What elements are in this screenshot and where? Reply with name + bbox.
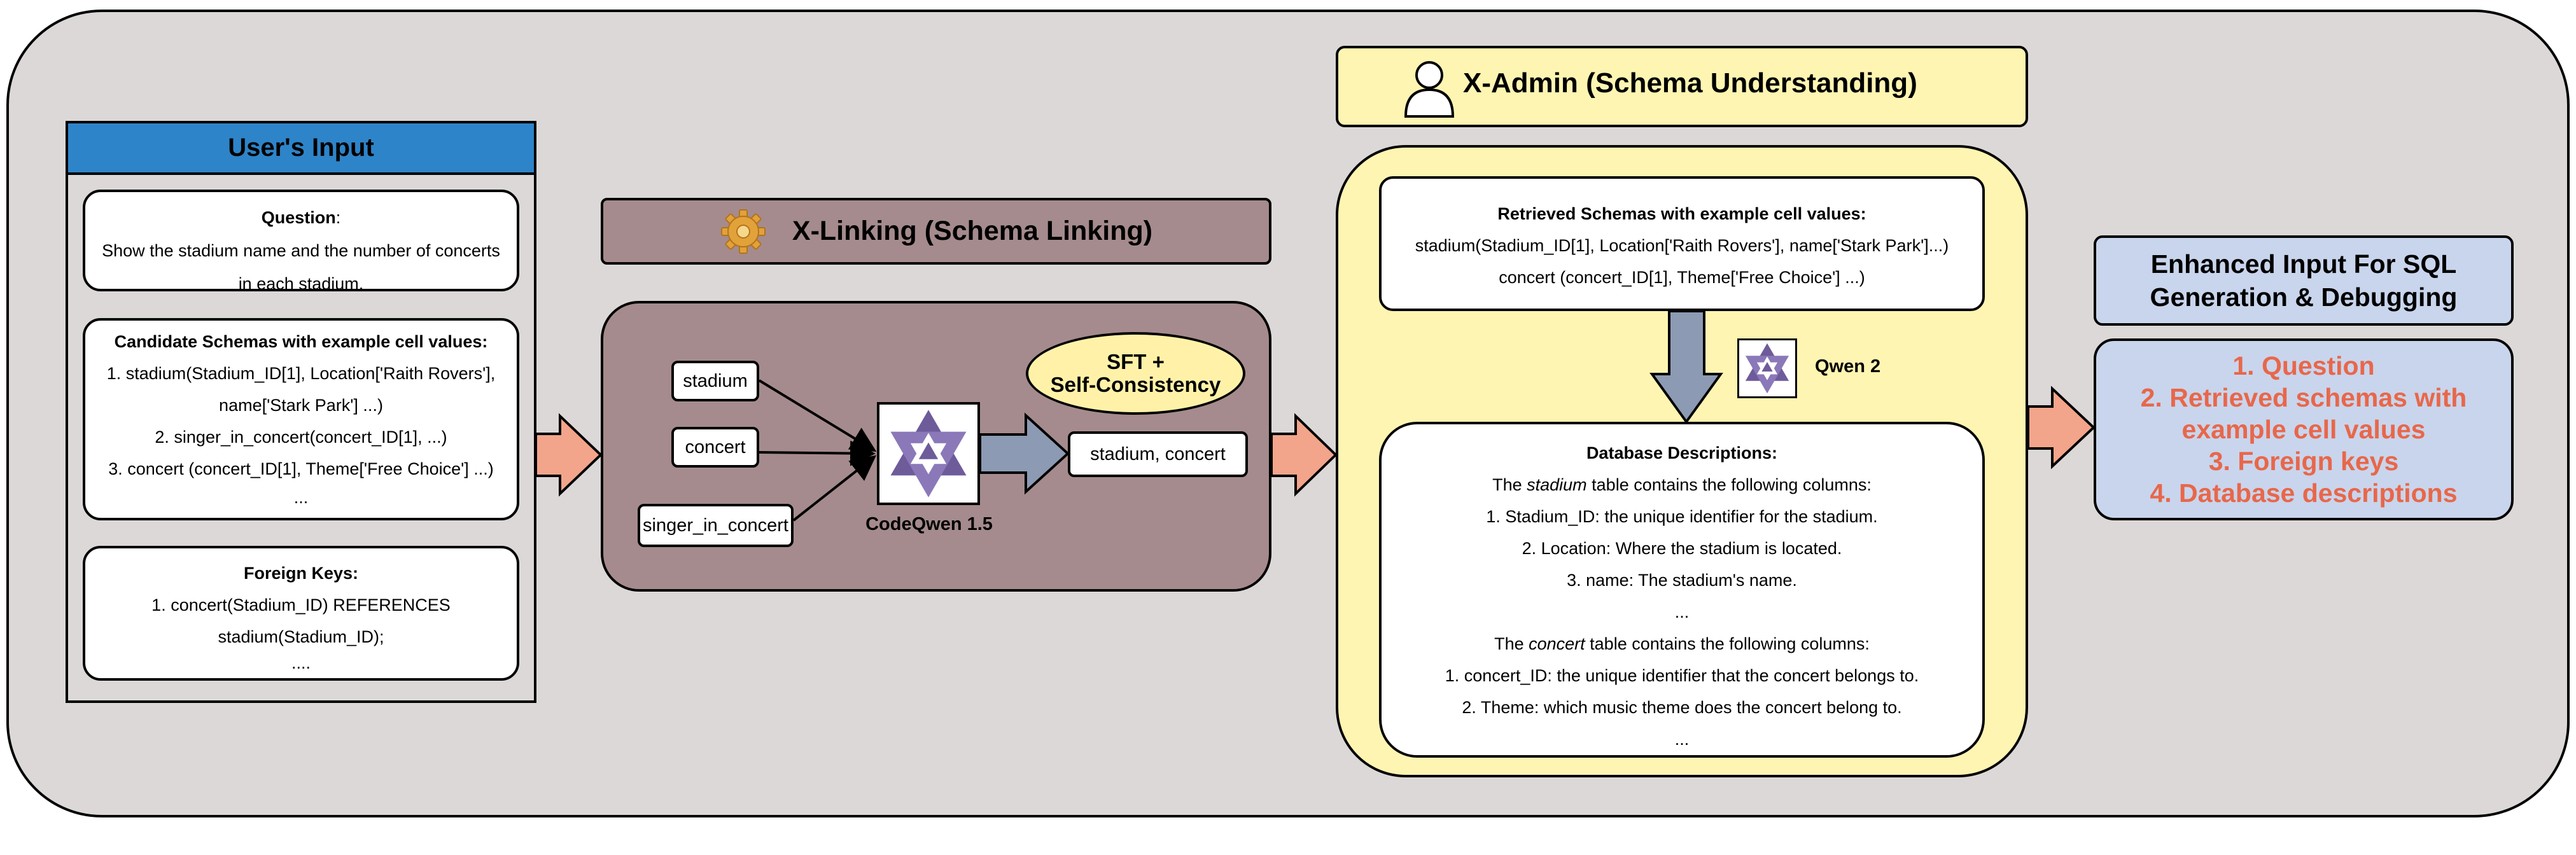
retrieved-schemas-title: Retrieved Schemas with example cell valu… bbox=[1497, 204, 1866, 223]
candidate-schema-line: 3. concert (concert_ID[1], Theme['Free C… bbox=[108, 459, 494, 478]
candidate-schema-line: 2. singer_in_concert(concert_ID[1], ...) bbox=[155, 428, 447, 447]
sft-line: Self-Consistency bbox=[1050, 373, 1221, 396]
question-label-line: Question: bbox=[85, 201, 517, 234]
qwen-logo-icon bbox=[1745, 343, 1789, 394]
arrow-icon bbox=[2027, 386, 2096, 469]
question-line: Show the stadium name and the number of … bbox=[102, 241, 500, 260]
candidate-schema-line: ... bbox=[293, 488, 309, 507]
arrow-icon bbox=[1649, 310, 1723, 424]
concert-table-name: concert bbox=[1529, 634, 1585, 653]
enhanced-title-line: Enhanced Input For SQL bbox=[2150, 249, 2457, 279]
sft-line: SFT + bbox=[1107, 350, 1165, 373]
enhanced-item: 1. Question bbox=[2232, 351, 2375, 380]
retrieved-schema-line: stadium(Stadium_ID[1], Location['Raith R… bbox=[1415, 236, 1949, 255]
database-descriptions-box: Database Descriptions: The stadium table… bbox=[1379, 422, 1985, 758]
candidate-schema-line: name['Stark Park'] ...) bbox=[219, 396, 383, 415]
users-input-title: User's Input bbox=[228, 134, 374, 162]
candidate-schemas-title: Candidate Schemas with example cell valu… bbox=[114, 332, 488, 351]
connector-line bbox=[758, 379, 877, 452]
concert-column-line: 2. Theme: which music theme does the con… bbox=[1462, 698, 1902, 717]
foreign-key-line: 1. concert(Stadium_ID) REFERENCES bbox=[151, 595, 451, 615]
enhanced-item: 4. Database descriptions bbox=[2150, 478, 2458, 508]
foreign-key-line: stadium(Stadium_ID); bbox=[218, 627, 384, 646]
input-concert-label: concert bbox=[685, 436, 746, 457]
intro-suffix: table contains the following columns: bbox=[1586, 475, 1872, 494]
foreign-keys-box: Foreign Keys: 1. concert(Stadium_ID) REF… bbox=[83, 546, 519, 681]
concert-column-line: 1. concert_ID: the unique identifier tha… bbox=[1445, 666, 1919, 685]
retrieved-schema-line: concert (concert_ID[1], Theme['Free Choi… bbox=[1499, 268, 1865, 287]
input-singer-in-concert-label: singer_in_concert bbox=[643, 515, 788, 536]
input-stadium-label: stadium bbox=[683, 370, 748, 391]
input-concert-box: concert bbox=[671, 427, 759, 468]
intro-prefix: The bbox=[1492, 475, 1527, 494]
stadium-column-line: 2. Location: Where the stadium is locate… bbox=[1522, 539, 1842, 558]
intro-suffix: table contains the following columns: bbox=[1585, 634, 1870, 653]
question-label: Question bbox=[261, 208, 336, 227]
xlinking-title: X-Linking (Schema Linking) bbox=[792, 216, 1153, 246]
enhanced-title-line: Generation & Debugging bbox=[2150, 282, 2458, 312]
xlinking-title-box: X-Linking (Schema Linking) bbox=[601, 198, 1271, 265]
candidate-schemas-box: Candidate Schemas with example cell valu… bbox=[83, 318, 519, 520]
question-colon: : bbox=[335, 208, 341, 227]
gear-icon bbox=[720, 208, 767, 255]
stadium-column-line: ... bbox=[1674, 602, 1690, 622]
retrieved-schemas-box: Retrieved Schemas with example cell valu… bbox=[1379, 176, 1985, 311]
codeqwen-logo-box bbox=[877, 402, 980, 505]
stadium-intro-line: The stadium table contains the following… bbox=[1382, 469, 1982, 501]
connector-line bbox=[792, 455, 877, 522]
concert-column-line: ... bbox=[1674, 730, 1690, 749]
users-input-header: User's Input bbox=[66, 121, 536, 175]
enhanced-input-list: 1. Question 2. Retrieved schemas with ex… bbox=[2094, 338, 2514, 520]
linking-output-label: stadium, concert bbox=[1090, 443, 1226, 464]
enhanced-item: 3. Foreign keys bbox=[2208, 447, 2399, 476]
enhanced-title-box: Enhanced Input For SQL Generation & Debu… bbox=[2094, 235, 2514, 326]
sft-self-consistency-ellipse: SFT + Self-Consistency bbox=[1026, 332, 1245, 415]
enhanced-item: 2. Retrieved schemas with bbox=[2140, 383, 2467, 412]
candidate-schema-line: 1. stadium(Stadium_ID[1], Location['Rait… bbox=[106, 364, 496, 383]
input-singer-in-concert-box: singer_in_concert bbox=[638, 504, 794, 547]
concert-intro-line: The concert table contains the following… bbox=[1382, 628, 1982, 660]
person-icon bbox=[1404, 61, 1455, 118]
foreign-key-line: .... bbox=[291, 653, 311, 672]
intro-prefix: The bbox=[1494, 634, 1529, 653]
xadmin-title-box: X-Admin (Schema Understanding) bbox=[1336, 46, 2028, 127]
xadmin-title: X-Admin (Schema Understanding) bbox=[1463, 67, 1917, 99]
question-box: Question: Show the stadium name and the … bbox=[83, 190, 519, 293]
arrow-icon bbox=[535, 413, 603, 497]
connector-line bbox=[759, 440, 876, 466]
stadium-column-line: 1. Stadium_ID: the unique identifier for… bbox=[1486, 507, 1878, 526]
linking-output-box: stadium, concert bbox=[1068, 431, 1248, 477]
qwen2-logo-box bbox=[1737, 338, 1797, 398]
qwen-logo-icon bbox=[890, 410, 967, 497]
qwen2-label: Qwen 2 bbox=[1815, 356, 1881, 377]
stadium-table-name: stadium bbox=[1527, 475, 1587, 494]
question-line: in each stadium. bbox=[238, 274, 364, 293]
foreign-keys-title: Foreign Keys: bbox=[243, 564, 359, 583]
arrow-icon bbox=[979, 412, 1070, 495]
input-stadium-box: stadium bbox=[671, 361, 759, 401]
arrow-icon bbox=[1270, 413, 1338, 497]
database-descriptions-title: Database Descriptions: bbox=[1586, 443, 1778, 462]
enhanced-item: example cell values bbox=[2181, 415, 2426, 444]
codeqwen-label: CodeQwen 1.5 bbox=[865, 514, 993, 534]
stadium-column-line: 3. name: The stadium's name. bbox=[1567, 571, 1797, 590]
